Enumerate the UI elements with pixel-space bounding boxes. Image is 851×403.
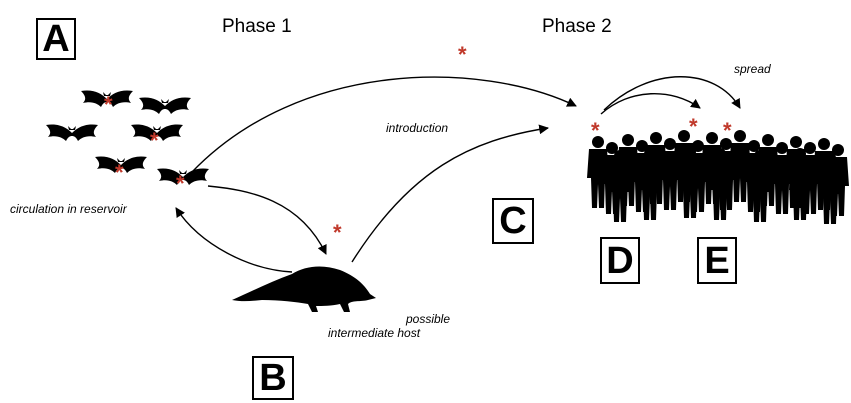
bat-silhouette — [139, 97, 191, 114]
caption-host-line1: possible — [405, 312, 450, 326]
caption-host-line2: intermediate host — [328, 326, 421, 340]
phase-2-heading: Phase 2 — [542, 16, 612, 37]
panel-label-a: A — [36, 18, 76, 60]
panel-label-e: E — [697, 237, 737, 284]
human-crowd-silhouette — [587, 130, 849, 224]
infection-marker: * — [689, 114, 698, 139]
arrow-bats-to-humans — [191, 76, 577, 173]
caption-spread: spread — [734, 62, 771, 76]
caption-introduction: introduction — [386, 121, 449, 135]
infection-marker: * — [176, 171, 185, 196]
arrow-host-to-bats — [175, 207, 293, 273]
arrow-spread-short — [600, 92, 701, 115]
infection-marker: * — [723, 118, 732, 143]
infection-marker: * — [458, 42, 467, 67]
arrow-host-to-humans — [351, 124, 549, 263]
infection-marker: * — [591, 118, 600, 143]
panel-label-b: B — [252, 356, 294, 400]
panel-label-c: C — [492, 198, 534, 244]
panel-label-d: D — [600, 237, 640, 284]
phase-1-heading: Phase 1 — [222, 16, 292, 37]
arrow-bats-to-host — [207, 185, 327, 255]
infection-marker: * — [150, 128, 159, 153]
infection-marker: * — [104, 92, 113, 117]
infection-marker: * — [115, 160, 124, 185]
caption-circulation: circulation in reservoir — [10, 202, 127, 216]
arrow-spread-long — [603, 76, 741, 111]
infection-marker: * — [333, 220, 342, 245]
bat-silhouette — [46, 124, 98, 141]
pangolin-silhouette — [232, 266, 376, 312]
